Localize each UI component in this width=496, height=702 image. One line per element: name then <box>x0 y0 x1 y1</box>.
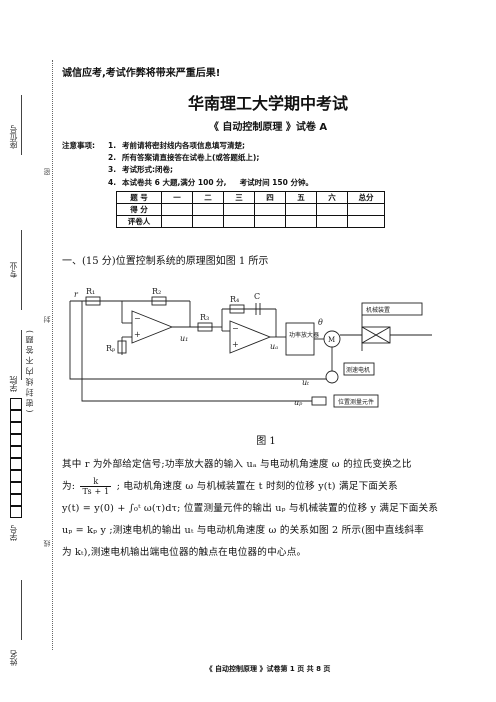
id-box[interactable] <box>10 434 22 446</box>
note-item: 2.所有答案请直接答在试卷上(或答题纸上); <box>108 153 260 163</box>
exam-subtitle: 《 自动控制原理 》试卷 A <box>208 122 328 133</box>
name-fill-line <box>21 580 22 640</box>
label-r2: R₂ <box>152 287 161 296</box>
note-item: 3.考试形式:闭卷; <box>108 165 173 175</box>
resistor-r1 <box>85 296 101 306</box>
tacho-label-box <box>343 362 375 376</box>
id-box[interactable] <box>10 458 22 470</box>
label-up: uₚ <box>294 398 303 407</box>
svg-text:+: + <box>232 340 239 349</box>
label-r4: R₄ <box>230 295 239 304</box>
note-item: 注意事项:1.考前请将密封线内各项信息填写清楚; <box>62 140 313 152</box>
major-label: 专业 <box>9 262 18 278</box>
seal-char: 密 <box>43 168 51 175</box>
label-r: r <box>74 290 79 299</box>
college-label: 学院 <box>9 376 18 392</box>
svg-text:+: + <box>134 330 141 339</box>
fraction: k Ts + 1 <box>80 477 112 496</box>
label-ua: uₐ <box>270 342 278 351</box>
id-box[interactable] <box>10 410 22 422</box>
label-r3: R₃ <box>200 313 209 322</box>
label-rp: Rₚ <box>106 344 115 353</box>
feedback-wire <box>81 301 312 402</box>
opamp-1 <box>131 310 174 344</box>
resistor-pot <box>311 396 327 406</box>
figure-caption: 图 1 <box>256 436 276 447</box>
label-ut: uₜ <box>302 378 309 387</box>
label-c: C <box>254 292 260 301</box>
id-box[interactable] <box>10 398 22 410</box>
pot-label: 位置测量元件 <box>338 398 374 406</box>
seat-fill-line <box>21 95 22 155</box>
id-box[interactable] <box>10 506 22 518</box>
notes-label: 注意事项: <box>62 141 95 150</box>
major-fill-line <box>21 230 22 310</box>
svg-text:−: − <box>134 314 141 323</box>
grader-row: 评卷人 <box>116 215 385 228</box>
tacho-circle <box>325 370 339 384</box>
tacho-label: 测速电机 <box>346 366 370 374</box>
seal-note: ( 密 封 线 内 不 答 题 ) <box>25 330 34 413</box>
seal-dotted-line <box>52 60 53 650</box>
id-box[interactable] <box>10 494 22 506</box>
label-theta: θ <box>318 318 323 327</box>
resistor-rp <box>117 340 127 354</box>
score-row: 得 分 <box>116 203 385 216</box>
power-amp-label: 功率放大器 <box>289 331 319 339</box>
exam-title: 华南理工大学期中考试 <box>187 94 348 113</box>
para-line-2: 为: k Ts + 1 ; 电动机角速度 ω 与机械装置在 t 时刻的位移 y(… <box>62 477 398 496</box>
para-line-3: y(t) = y(0) + ∫₀ᵗ ω(τ)dτ; 位置测量元件的输出 uₚ 与… <box>62 503 439 514</box>
score-table: 题 号 一 二 三 四 五 六 总分 得 分 评卷人 <box>116 191 385 228</box>
page-footer: 《 自动控制原理 》试卷第 1 页 共 8 页 <box>205 665 331 673</box>
mech-x <box>361 326 391 344</box>
label-u1: u₁ <box>180 334 188 343</box>
question-1-heading: 一、(15 分)位置控制系统的原理图如图 1 所示 <box>62 256 269 267</box>
id-box[interactable] <box>10 482 22 494</box>
id-box[interactable] <box>10 470 22 482</box>
position-control-diagram: r R₁ R₂ − + u₁ Rₚ R₃ R₄ C − + <box>69 287 432 408</box>
opamp-2 <box>229 320 272 354</box>
score-header-row: 题 号 一 二 三 四 五 六 总分 <box>116 191 385 204</box>
feedback-wire <box>69 301 326 380</box>
pot-label-box <box>333 394 379 408</box>
integrity-warning: 诚信应考,考试作弊将带来严重后果! <box>62 68 221 79</box>
motor-label: M <box>328 336 335 344</box>
mech-label: 机械装置 <box>366 306 390 314</box>
mech-label-box <box>361 302 423 316</box>
label-r1: R₁ <box>86 287 95 296</box>
resistor-r4 <box>229 304 245 314</box>
college-fill-line <box>21 330 22 380</box>
question-1-paragraph: 其中 r 为外部给定信号;功率放大器的输入 uₐ 与电动机角速度 ω 的拉氏变换… <box>62 454 462 564</box>
note-item: 4.本试卷共 6 大题,满分 100 分, 考试时间 150 分钟。 <box>108 177 313 187</box>
resistor-r2 <box>151 296 167 306</box>
seal-char: 封 <box>43 316 51 323</box>
student-id-label: 学号 <box>9 525 18 541</box>
id-box[interactable] <box>10 446 22 458</box>
seal-char: 线 <box>43 540 51 547</box>
id-box[interactable] <box>10 422 22 434</box>
exam-notes: 注意事项:1.考前请将密封线内各项信息填写清楚; 2.所有答案请直接答在试卷上(… <box>62 140 313 189</box>
svg-text:−: − <box>232 324 239 333</box>
power-amplifier-box <box>285 322 315 356</box>
